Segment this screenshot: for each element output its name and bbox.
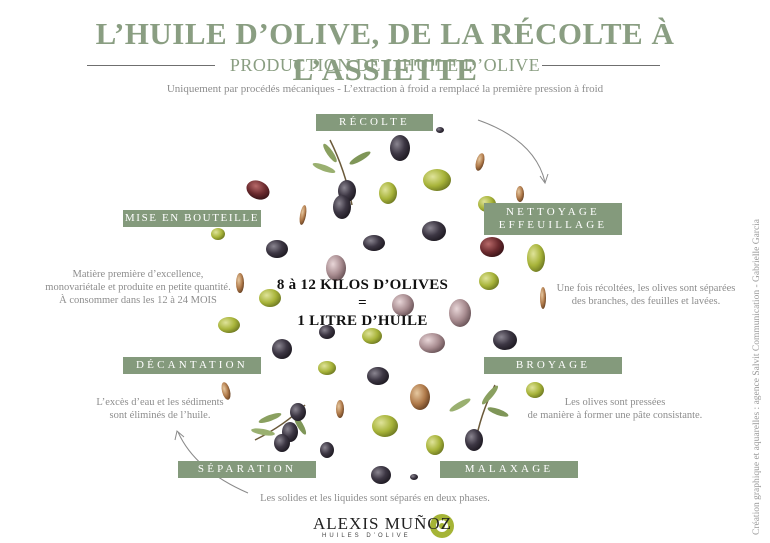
step-label-mise-en-bouteille: MISE EN BOUTEILLE — [123, 210, 261, 227]
step-label-malaxage: MALAXAGE — [440, 461, 578, 478]
step-label-decantation: DÉCANTATION — [123, 357, 261, 374]
step-label-separation: SÉPARATION — [178, 461, 316, 478]
subtitle-rule-right — [542, 65, 660, 66]
scattered-olives — [211, 127, 546, 484]
step-label-nettoyage-line1: NETTOYAGE — [506, 206, 600, 218]
desc-mise-en-bouteille: Matière première d’excellence, monovarié… — [45, 269, 231, 306]
credit-text: Création graphique et aquarelles : agenc… — [752, 218, 762, 535]
desc-separation: Les solides et les liquides sont séparés… — [260, 493, 490, 504]
center-line-equals: = — [358, 295, 367, 311]
arrow-top-right-head — [539, 173, 549, 185]
olive-branch-top — [312, 139, 371, 219]
logo-subtitle: HUILES D’OLIVE — [322, 533, 411, 539]
center-line-litre: 1 LITRE D’HUILE — [297, 313, 428, 329]
intro-text: Uniquement par procédés mécaniques - L’e… — [166, 83, 604, 95]
step-label-recolte: RÉCOLTE — [316, 114, 433, 131]
center-line-kilos: 8 à 12 KILOS D’OLIVES — [276, 277, 449, 293]
desc-decantation: L’excès d’eau et les sédiments sont élim… — [96, 397, 224, 421]
olive-branch-right — [449, 384, 509, 451]
arrow-top-right — [477, 119, 546, 183]
arrow-bottom-left-head — [174, 430, 185, 441]
credit-vertical: Création graphique et aquarelles : agenc… — [752, 155, 762, 535]
page-subtitle: PRODUCTION DE L’HUILE D’OLIVE — [229, 55, 541, 75]
step-label-nettoyage-line2: EFFEUILLAGE — [498, 219, 608, 231]
desc-broyage: Les olives sont pressées de manière à fo… — [527, 397, 703, 421]
olive-branch-left — [251, 403, 307, 452]
center-equation: 8 à 12 KILOS D’OLIVES = 1 LITRE D’HUILE — [255, 276, 470, 330]
step-label-nettoyage: NETTOYAGE EFFEUILLAGE — [484, 203, 622, 235]
desc-nettoyage: Une fois récoltées, les olives sont sépa… — [556, 283, 736, 307]
logo-name: ALEXIS MUÑOZ — [313, 514, 453, 533]
step-label-broyage: BROYAGE — [484, 357, 622, 374]
logo-emblem — [430, 514, 454, 538]
subtitle-rule-left — [87, 65, 215, 66]
page-title: L’HUILE D’OLIVE, DE LA RÉCOLTE À L’ASSIE… — [95, 16, 675, 87]
